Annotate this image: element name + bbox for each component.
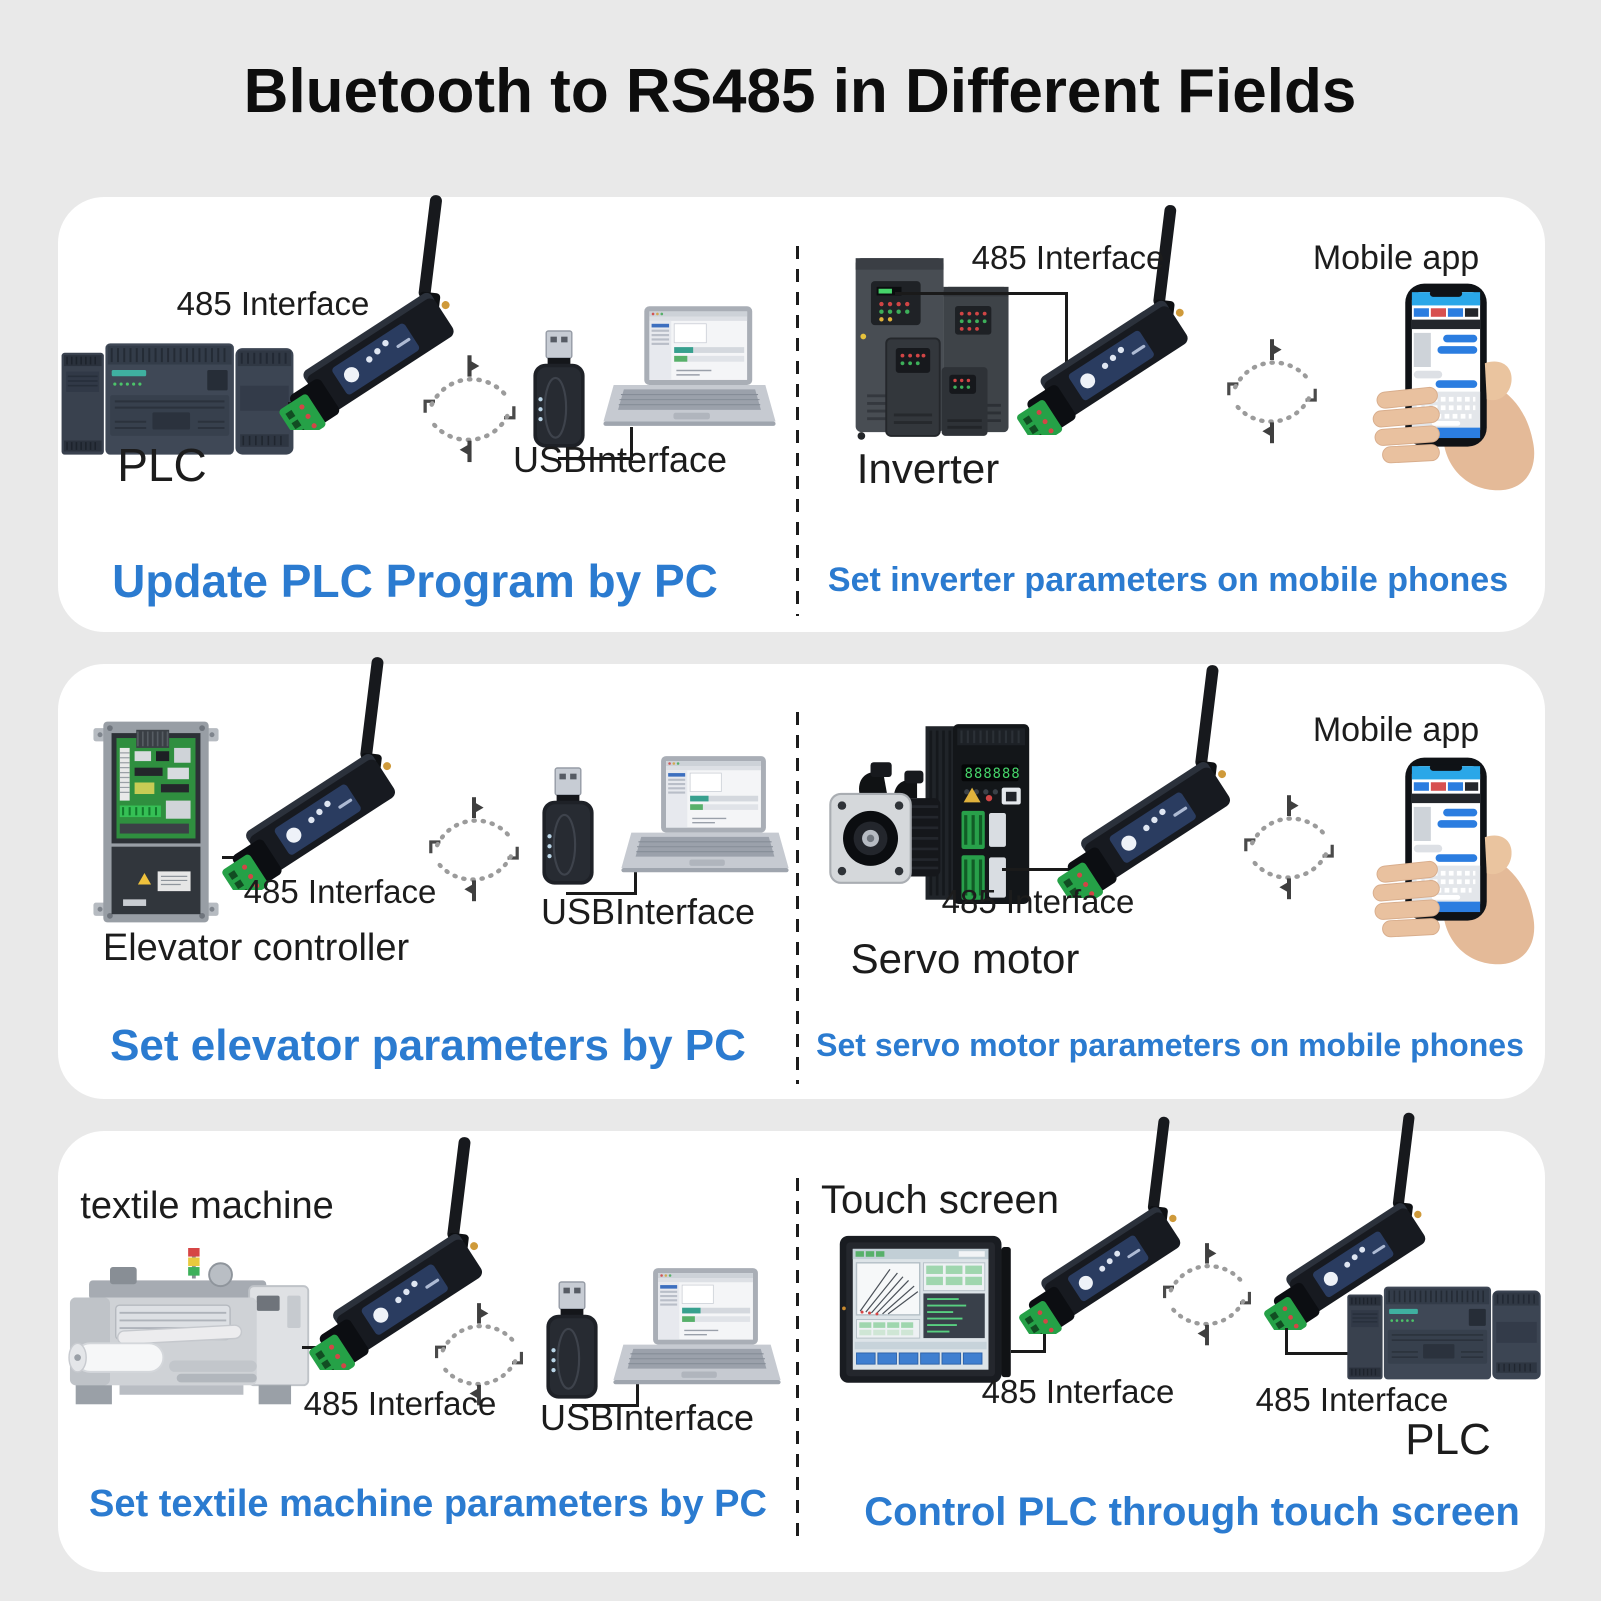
panel-divider [796,1178,799,1546]
connection-line [895,292,1068,379]
connection-line [1002,868,1074,871]
label-target: Mobile app [1312,239,1480,277]
connection-line [566,872,637,895]
touch-screen-illustration [836,1234,1022,1392]
laptop-illustration [612,1260,782,1398]
phone-in-hand-illustration [1356,276,1536,494]
panel-caption: Update PLC Program by PC [112,555,718,607]
label-device: Servo motor [850,935,1080,982]
panel-caption: Set elevator parameters by PC [110,1021,746,1070]
label-target: USBInterface [539,1397,755,1438]
pan el-divider [796,712,799,1084]
wireless-sync-icon [1216,336,1328,448]
usb-dongle-illustration [536,766,600,888]
label-485-interface: 485 Interface [981,1373,1175,1410]
label-device: PLC [117,439,207,491]
label-target: Mobile app [1312,711,1480,749]
page-title: Bluetooth to RS485 in Different Fields [243,57,1357,126]
textile-machine-illustration [62,1248,320,1410]
wireless-sync-icon [412,352,527,467]
label-485-interface: 485 Interface [243,873,437,910]
panel-caption: Set servo motor parameters on mobile pho… [816,1027,1524,1063]
panel-caption: Set inverter parameters on mobile phones [827,561,1509,599]
label-device: textile machine [80,1185,334,1227]
label-485-interface: 485 Interface [303,1385,497,1422]
wireless-sync-icon [1233,792,1345,904]
label-target: PLC [1405,1415,1491,1464]
label-485-interface: 485 Interface [971,239,1165,276]
bluetooth-adapter-illustration [205,652,443,890]
label-device: Touch screen [821,1178,1059,1222]
label-target: USBInterface [512,439,728,480]
label-485-interface: 485 Interface [1255,1381,1449,1418]
bluetooth-adapter-illustration [1000,200,1235,435]
phone-in-hand-illustration [1356,750,1536,968]
connection-line [572,1380,639,1407]
connection-line [558,427,633,460]
elevator-controller-illustration [90,715,222,929]
wireless-sync-icon [1152,1240,1262,1350]
connection-line [1011,1330,1046,1353]
panel-caption: Control PLC through touch screen [864,1490,1520,1534]
panel-row-elevator-servo [58,664,1545,1099]
laptop-illustration [620,748,790,886]
panel-divider [796,246,799,616]
label-device: Inverter [856,445,1000,492]
label-485-interface: 485 Interface [941,883,1135,920]
label-target: USBInterface [540,891,756,932]
laptop-illustration [602,298,777,440]
panel-caption: Set textile machine parameters by PC [89,1483,767,1525]
label-device: Elevator controller [102,927,410,969]
connection-line [1285,1328,1350,1355]
label-485-interface: 485 Interface [176,285,370,322]
plc-illustration [1346,1284,1542,1382]
